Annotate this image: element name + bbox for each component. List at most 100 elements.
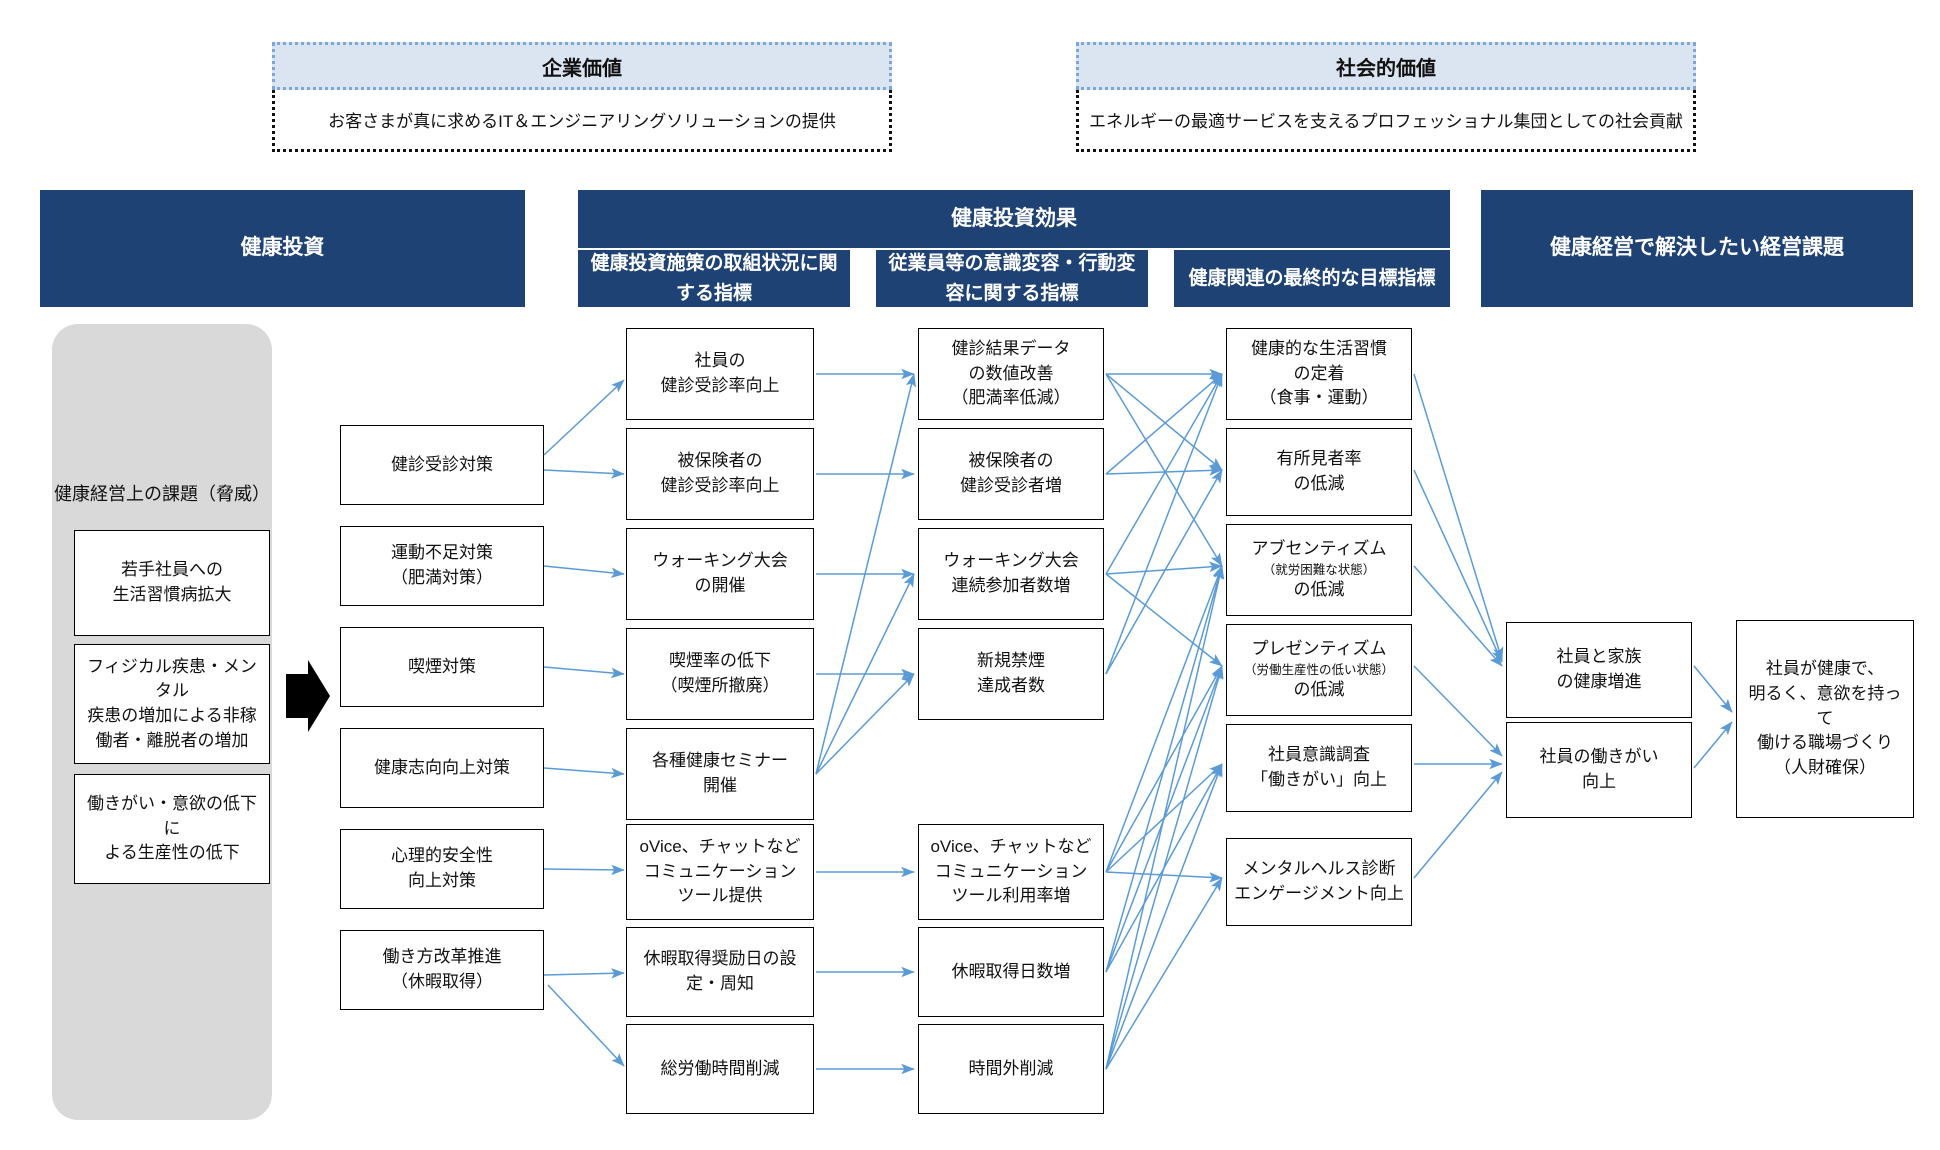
final-goal-line1: 社員が健康で、: [1765, 659, 1885, 679]
action-4-line1: 喫煙率の低下: [669, 651, 771, 671]
behavior-3-line2: 連続参加者数増: [951, 576, 1071, 595]
goal-box-5: 社員意識調査 「働きがい」向上: [1226, 724, 1412, 812]
behavior-4-line1: 新規禁煙: [977, 651, 1045, 671]
behavior-5-line3: ツール利用率増: [951, 886, 1071, 906]
action-3-line2: の開催: [694, 576, 746, 595]
action-1-line2: 健診受診率向上: [660, 376, 780, 395]
measure-4-line1: 健康志向向上対策: [374, 757, 510, 777]
behavior-6-line1: 休暇取得日数増: [951, 961, 1071, 981]
measure-5-line2: 向上対策: [408, 871, 476, 890]
action-7-line2: 定・周知: [686, 974, 754, 993]
behavior-2-line2: 健診受診者増: [960, 476, 1062, 495]
action-8-line1: 総労働時間削減: [660, 1058, 780, 1078]
goal-5-line1: 社員意識調査: [1268, 745, 1370, 765]
measure-box-5: 心理的安全性 向上対策: [340, 829, 544, 909]
goal-box-4: プレゼンティズム （労働生産性の低い状態） の低減: [1226, 624, 1412, 716]
action-6-line3: ツール提供: [677, 886, 763, 906]
behavior-4-line2: 達成者数: [977, 676, 1045, 695]
threat-panel-title: 健康経営上の課題（脅威）: [54, 484, 270, 504]
header-management-issues: 健康経営で解決したい経営課題: [1481, 190, 1913, 307]
action-2-line1: 被保険者の: [677, 451, 763, 471]
behavior-box-5: oVice、チャットなど コミュニケーション ツール利用率増: [918, 824, 1104, 920]
final-goal-box: 社員が健康で、 明るく、意欲を持っ て 働ける職場づくり （人財確保）: [1736, 620, 1914, 818]
behavior-box-1: 健診結果データ の数値改善 （肥満率低減）: [918, 328, 1104, 420]
behavior-2-line1: 被保険者の: [968, 451, 1054, 471]
action-5-line2: 開催: [703, 776, 737, 795]
measure-6-line1: 働き方改革推進: [382, 947, 502, 967]
goal-1-line3: （食事・運動）: [1259, 388, 1379, 408]
goal-5-line2: 「働きがい」向上: [1251, 770, 1387, 789]
behavior-box-6: 休暇取得日数増: [918, 927, 1104, 1017]
header-sub-measure-status: 健康投資施策の取組状況に関する指標: [578, 250, 850, 307]
action-7-line1: 休暇取得奨励日の設: [643, 949, 797, 969]
header-health-investment: 健康投資: [40, 190, 525, 307]
goal-4-line2: の低減: [1293, 680, 1345, 700]
goal-2-line1: 有所見者率: [1276, 449, 1362, 469]
behavior-box-3: ウォーキング大会 連続参加者数増: [918, 528, 1104, 620]
outcome-1-line1: 社員と家族: [1556, 647, 1642, 667]
measure-2-line1: 運動不足対策: [391, 543, 493, 563]
action-5-line1: 各種健康セミナー: [652, 751, 788, 771]
social-value-body: エネルギーの最適サービスを支えるプロフェッショナル集団としての社会貢献: [1076, 90, 1696, 152]
final-goal-line3: て: [1816, 708, 1834, 728]
behavior-7-line1: 時間外削減: [968, 1058, 1054, 1078]
action-box-4: 喫煙率の低下 （喫煙所撤廃）: [626, 628, 814, 720]
goal-4-note: （労働生産性の低い状態）: [1243, 662, 1394, 677]
threat-item-2-line2: 疾患の増加による非稼: [87, 706, 257, 725]
measure-box-4: 健康志向向上対策: [340, 728, 544, 808]
action-1-line1: 社員の: [694, 351, 746, 371]
goal-box-3: アブセンティズム （就労困難な状態） の低減: [1226, 524, 1412, 616]
goal-4-line1: プレゼンティズム: [1251, 639, 1387, 659]
action-3-line1: ウォーキング大会: [652, 551, 788, 571]
measure-box-3: 喫煙対策: [340, 627, 544, 707]
goal-box-6: メンタルヘルス診断 エンゲージメント向上: [1226, 838, 1412, 926]
behavior-box-7: 時間外削減: [918, 1024, 1104, 1114]
threat-item-2-line1: フィジカル疾患・メンタル: [87, 656, 257, 701]
measure-3-line1: 喫煙対策: [408, 656, 476, 676]
measure-box-2: 運動不足対策 （肥満対策）: [340, 526, 544, 606]
goal-1-line2: の定着: [1293, 363, 1345, 383]
action-box-8: 総労働時間削減: [626, 1024, 814, 1114]
social-value-title: 社会的価値: [1076, 42, 1696, 90]
goal-6-line1: メンタルヘルス診断: [1242, 859, 1396, 879]
behavior-1-line3: （肥満率低減）: [951, 388, 1071, 408]
action-box-1: 社員の 健診受診率向上: [626, 328, 814, 420]
action-box-7: 休暇取得奨励日の設 定・周知: [626, 927, 814, 1017]
measure-5-line1: 心理的安全性: [391, 846, 493, 866]
header-sub-final-goal: 健康関連の最終的な目標指標: [1174, 250, 1450, 307]
action-2-line2: 健診受診率向上: [660, 476, 780, 495]
action-box-6: oVice、チャットなど コミュニケーション ツール提供: [626, 824, 814, 920]
behavior-3-line1: ウォーキング大会: [943, 551, 1079, 571]
final-goal-line5: （人財確保）: [1774, 757, 1876, 777]
header-investment-effect: 健康投資効果: [578, 190, 1450, 248]
action-4-line2: （喫煙所撤廃）: [660, 676, 780, 695]
outcome-box-2: 社員の働きがい 向上: [1506, 722, 1692, 818]
behavior-box-4: 新規禁煙 達成者数: [918, 628, 1104, 720]
threat-item-2-line3: 働者・離脱者の増加: [95, 730, 249, 750]
goal-3-line2: の低減: [1293, 580, 1345, 600]
black-arrow-icon: [286, 660, 330, 732]
goal-1-line1: 健康的な生活習慣: [1251, 339, 1387, 359]
goal-box-1: 健康的な生活習慣 の定着 （食事・運動）: [1226, 328, 1412, 420]
outcome-2-line1: 社員の働きがい: [1539, 747, 1659, 767]
measure-6-line2: （休暇取得）: [391, 972, 493, 991]
action-box-3: ウォーキング大会 の開催: [626, 528, 814, 620]
action-6-line2: コミュニケーション: [643, 861, 797, 881]
goal-3-note: （就労困難な状態）: [1262, 562, 1376, 577]
threat-item-3-line1: 働きがい・意欲の低下に: [87, 794, 257, 838]
action-6-line1: oVice、チャットなど: [639, 837, 801, 857]
outcome-box-1: 社員と家族 の健康増進: [1506, 622, 1692, 718]
final-goal-line4: 働ける職場づくり: [1757, 733, 1893, 753]
measure-box-1: 健診受診対策: [340, 425, 544, 505]
threat-item-1-line2: 生活習慣病拡大: [112, 585, 232, 604]
corporate-value-title: 企業価値: [272, 42, 892, 90]
behavior-1-line1: 健診結果データ: [951, 339, 1071, 359]
action-box-2: 被保険者の 健診受診率向上: [626, 428, 814, 520]
threat-item-3: 働きがい・意欲の低下に よる生産性の低下: [74, 774, 270, 884]
goal-2-line2: の低減: [1293, 474, 1345, 493]
behavior-box-2: 被保険者の 健診受診者増: [918, 428, 1104, 520]
threat-item-1: 若手社員への 生活習慣病拡大: [74, 530, 270, 636]
threat-item-2: フィジカル疾患・メンタル 疾患の増加による非稼 働者・離脱者の増加: [74, 644, 270, 764]
threat-item-3-line2: よる生産性の低下: [104, 843, 240, 863]
